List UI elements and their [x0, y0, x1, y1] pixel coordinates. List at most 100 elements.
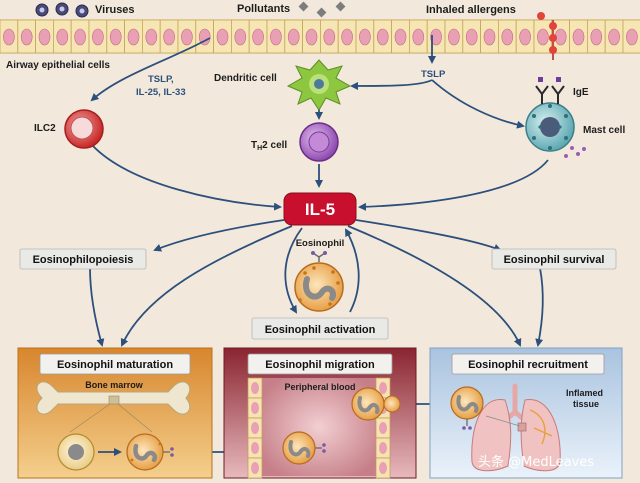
arrow-ilc2-to-il5 [91, 144, 282, 211]
epithelial-cell-nucleus [448, 28, 460, 46]
epithelial-cell-nucleus [394, 28, 407, 46]
arrow-il5-to-maturation [120, 225, 293, 347]
epithelial-cell-nucleus [3, 28, 15, 46]
epithelial-cell-nucleus [252, 28, 264, 46]
ige-antibody-icon [535, 77, 565, 104]
arrow-mast-to-il5 [358, 159, 549, 211]
arrow-il5-to-survival [355, 219, 502, 252]
epithelial-cell-nucleus [412, 28, 425, 46]
epithelial-cell-nucleus [74, 28, 86, 46]
epithelial-cell-nucleus [537, 28, 549, 46]
arrow-epithelium-to-ilc2 [90, 37, 211, 102]
airway-epithelium [0, 19, 640, 54]
endothelial-cell-nucleus [379, 462, 387, 474]
eosinophil-label: Eosinophil [296, 238, 345, 249]
il5-box: IL-5 [283, 192, 357, 226]
epithelial-cell-nucleus [501, 28, 514, 46]
ige-label: IgE [573, 87, 589, 98]
inhaled-allergens-group: Inhaled allergens [426, 4, 557, 60]
epithelial-cell-nucleus [608, 28, 620, 46]
epithelial-cell-nucleus [234, 28, 247, 46]
th2-cell-label: TH2 cell [251, 140, 287, 152]
epithelial-cell-nucleus [109, 28, 122, 46]
epithelial-cell-nucleus [38, 28, 51, 46]
epithelial-cell-nucleus [376, 28, 389, 46]
epithelial-cell-nucleus [163, 28, 175, 46]
epithelial-cell-nucleus [145, 28, 158, 46]
peripheral-blood-label: Peripheral blood [284, 382, 355, 392]
endothelial-cell-nucleus [251, 422, 259, 434]
virus-icon [75, 4, 89, 18]
inhaled-allergens-label: Inhaled allergens [426, 4, 516, 16]
viruses-label: Viruses [95, 4, 135, 16]
eosinophil-activation-label: Eosinophil activation [265, 324, 376, 336]
epithelial-cell-nucleus [590, 28, 603, 46]
endothelial-cell-nucleus [379, 422, 387, 434]
eosinophil-icon [294, 251, 344, 312]
mast-cell-icon [525, 102, 586, 158]
inflamed-tissue-label-line1: Inflamed [566, 388, 603, 398]
epithelial-cell-nucleus [430, 28, 442, 46]
endothelial-cell-nucleus [251, 382, 259, 394]
arrow-tslp-to-mast-cell [431, 79, 525, 129]
epithelial-cell-nucleus [465, 28, 478, 46]
epithelial-cell-nucleus [127, 28, 140, 46]
viruses-group: Viruses [35, 2, 135, 18]
virus-icon [35, 3, 49, 17]
epithelial-cell-nucleus [181, 28, 193, 46]
eosinophil-recruitment-panel: Eosinophil recruitment Inflamed tissue [429, 347, 623, 479]
allergen-icon [537, 12, 545, 20]
epithelial-cell-nucleus [572, 28, 585, 46]
epithelial-cell-nucleus [341, 28, 353, 46]
eosinophil-precursor-icon [57, 433, 95, 471]
lung-icon [471, 383, 561, 472]
eosinophil-migration-panel: Eosinophil migration Peripheral blood [223, 347, 417, 479]
epithelial-cell-nucleus [359, 28, 371, 46]
watermark-text: 头条 @MedLeaves [478, 454, 594, 470]
epithelial-cell-nucleus [56, 28, 69, 46]
il5-label: IL-5 [305, 200, 335, 219]
endothelial-cell-nucleus [251, 442, 259, 454]
arrow-il5-to-activation [284, 227, 303, 314]
endothelial-cell-nucleus [379, 382, 387, 394]
ilc2-label: ILC2 [34, 123, 56, 134]
eosinophil-migration-label: Eosinophil migration [265, 359, 375, 371]
airway-epithelial-cells-label: Airway epithelial cells [6, 60, 110, 71]
epithelial-cell-nucleus [287, 28, 300, 46]
epithelial-cell-nucleus [626, 28, 638, 46]
epithelial-cell-nucleus [483, 28, 496, 46]
pollutants-label: Pollutants [237, 3, 290, 15]
arrow-survival-to-recruitment [535, 267, 544, 347]
eosinophil-survival-box: Eosinophil survival [491, 248, 617, 270]
arrow-il5-to-recruitment [347, 225, 522, 347]
arrow-il5-to-eosinophilopoiesis [153, 219, 285, 252]
eosinophil-recruitment-label: Eosinophil recruitment [468, 359, 588, 371]
eosinophil-icon [282, 431, 326, 465]
eosinophil-maturation-panel: Eosinophil maturation Bone marrow [17, 347, 213, 479]
bone-icon [36, 381, 191, 415]
endothelial-cell-nucleus [379, 442, 387, 454]
dendritic-cell-icon [286, 59, 352, 111]
arrow-tslp-to-dendritic-cell [350, 79, 433, 90]
epithelial-cell-nucleus [216, 28, 229, 46]
mast-cell-label: Mast cell [583, 125, 625, 136]
eosinophilopoiesis-box: Eosinophilopoiesis [19, 248, 147, 270]
tslp-il25-il33-label-line2: IL-25, IL-33 [136, 87, 186, 98]
bone-marrow-label: Bone marrow [85, 380, 144, 390]
inflamed-tissue-label-line2: tissue [573, 399, 599, 409]
eosinophil-maturation-label: Eosinophil maturation [57, 359, 173, 371]
epithelial-cell-nucleus [305, 28, 318, 46]
arrow-eosinophilopoiesis-to-maturation [89, 267, 105, 347]
eosinophil-activation-box: Eosinophil activation [251, 317, 389, 340]
eosinophil-icon [450, 386, 484, 430]
eosinophil-icon [351, 387, 401, 421]
epithelial-cell-nucleus [519, 28, 531, 46]
epithelial-cell-nucleus [20, 28, 33, 46]
dendritic-cell-label: Dendritic cell [214, 73, 277, 84]
epithelial-cell-nucleus [323, 28, 336, 46]
epithelial-cell-nucleus [92, 28, 104, 46]
eosinophil-icon [126, 433, 174, 471]
epithelial-cell-nucleus [198, 28, 211, 46]
endothelial-cell-nucleus [251, 402, 259, 414]
